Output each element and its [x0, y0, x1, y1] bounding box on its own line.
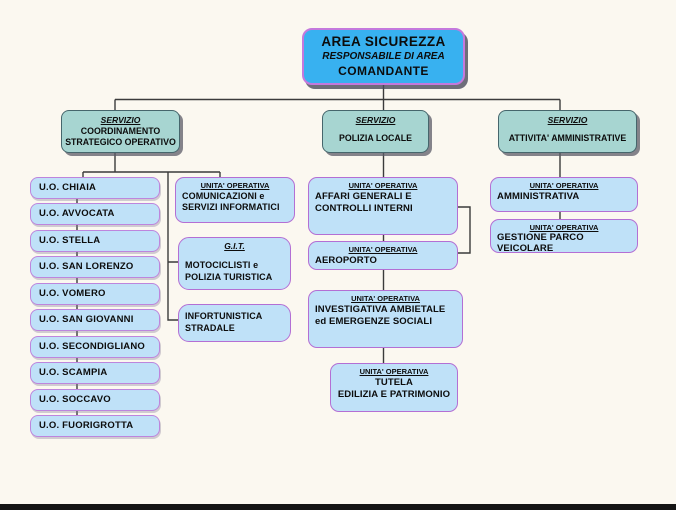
unit-name: COMUNICAZIONI e SERVIZI INFORMATICI	[182, 190, 280, 213]
unit-name: MOTOCICLISTI e POLIZIA TURISTICA	[185, 260, 273, 282]
bottom-black-bar	[0, 504, 676, 510]
uo-box-secondigliano: U.O. SECONDIGLIANO	[30, 336, 160, 358]
service-header: SERVIZIO	[355, 115, 396, 125]
unit-box-aeroporto: UNITA' OPERATIVA AEROPORTO	[308, 241, 458, 270]
connector-middle-bracket	[458, 206, 471, 254]
unit-header: UNITA' OPERATIVA	[351, 294, 420, 303]
unit-name: INVESTIGATIVA AMBIETALE ed EMERGENZE SOC…	[315, 303, 446, 328]
unit-box-git: G.I.T. MOTOCICLISTI e POLIZIA TURISTICA	[178, 237, 291, 290]
service-box-polizia-locale: SERVIZIO POLIZIA LOCALE	[322, 110, 429, 153]
unit-name: GESTIONE PARCO VEICOLARE	[497, 231, 584, 254]
root-subtitle: RESPONSABILE DI AREA	[322, 51, 445, 63]
root-role: COMANDANTE	[338, 63, 429, 78]
service-box-coordinamento: SERVIZIO COORDINAMENTO STRATEGICO OPERAT…	[61, 110, 180, 153]
connector-left-spine	[167, 172, 178, 321]
uo-box-vomero: U.O. VOMERO	[30, 283, 160, 305]
unit-header: UNITA' OPERATIVA	[348, 181, 418, 190]
unit-name: TUTELA EDILIZIA E PATRIMONIO	[337, 376, 451, 401]
unit-box-investigativa: UNITA' OPERATIVA INVESTIGATIVA AMBIETALE…	[308, 290, 463, 348]
unit-header: G.I.T.	[224, 241, 245, 251]
unit-box-infortunistica: INFORTUNISTICA STRADALE	[178, 304, 291, 342]
service-header: SERVIZIO	[100, 115, 141, 125]
uo-box-stella: U.O. STELLA	[30, 230, 160, 252]
root-title: AREA SICUREZZA	[321, 34, 446, 50]
root-box-area-sicurezza: AREA SICUREZZA RESPONSABILE DI AREA COMA…	[302, 28, 465, 85]
unit-box-amministrativa: UNITA' OPERATIVA AMMINISTRATIVA	[490, 177, 638, 212]
service-box-attivita-amministrative: SERVIZIO ATTIVITA' AMMINISTRATIVE	[498, 110, 637, 153]
unit-box-comunicazioni: UNITA' OPERATIVA COMUNICAZIONI e SERVIZI…	[175, 177, 295, 223]
uo-box-soccavo: U.O. SOCCAVO	[30, 389, 160, 411]
unit-name: AEROPORTO	[315, 254, 377, 266]
uo-box-chiaia: U.O. CHIAIA	[30, 177, 160, 199]
unit-header: UNITA' OPERATIVA	[200, 181, 270, 190]
unit-header: UNITA' OPERATIVA	[529, 181, 599, 190]
service-name: POLIZIA LOCALE	[339, 133, 412, 144]
service-name: ATTIVITA' AMMINISTRATIVE	[508, 133, 627, 144]
unit-box-affari-generali: UNITA' OPERATIVA AFFARI GENERALI E CONTR…	[308, 177, 458, 235]
uo-box-san-giovanni: U.O. SAN GIOVANNI	[30, 309, 160, 331]
service-name: COORDINAMENTO STRATEGICO OPERATIVO	[65, 126, 176, 148]
unit-box-tutela: UNITA' OPERATIVA TUTELA EDILIZIA E PATRI…	[330, 363, 458, 412]
unit-name: AFFARI GENERALI E CONTROLLI INTERNI	[315, 190, 413, 215]
service-header: SERVIZIO	[547, 115, 588, 125]
unit-name: INFORTUNISTICA STRADALE	[185, 311, 263, 333]
unit-header: UNITA' OPERATIVA	[529, 223, 599, 232]
unit-box-gestione-parco: UNITA' OPERATIVA GESTIONE PARCO VEICOLAR…	[490, 219, 638, 254]
uo-box-scampia: U.O. SCAMPIA	[30, 362, 160, 384]
uo-box-san-lorenzo: U.O. SAN LORENZO	[30, 256, 160, 278]
unit-name: AMMINISTRATIVA	[497, 190, 580, 202]
unit-header: UNITA' OPERATIVA	[348, 245, 418, 254]
uo-box-avvocata: U.O. AVVOCATA	[30, 203, 160, 225]
unit-header: UNITA' OPERATIVA	[359, 367, 429, 376]
uo-box-fuorigrotta: U.O. FUORIGROTTA	[30, 415, 160, 437]
connector-left-branch	[82, 153, 221, 177]
